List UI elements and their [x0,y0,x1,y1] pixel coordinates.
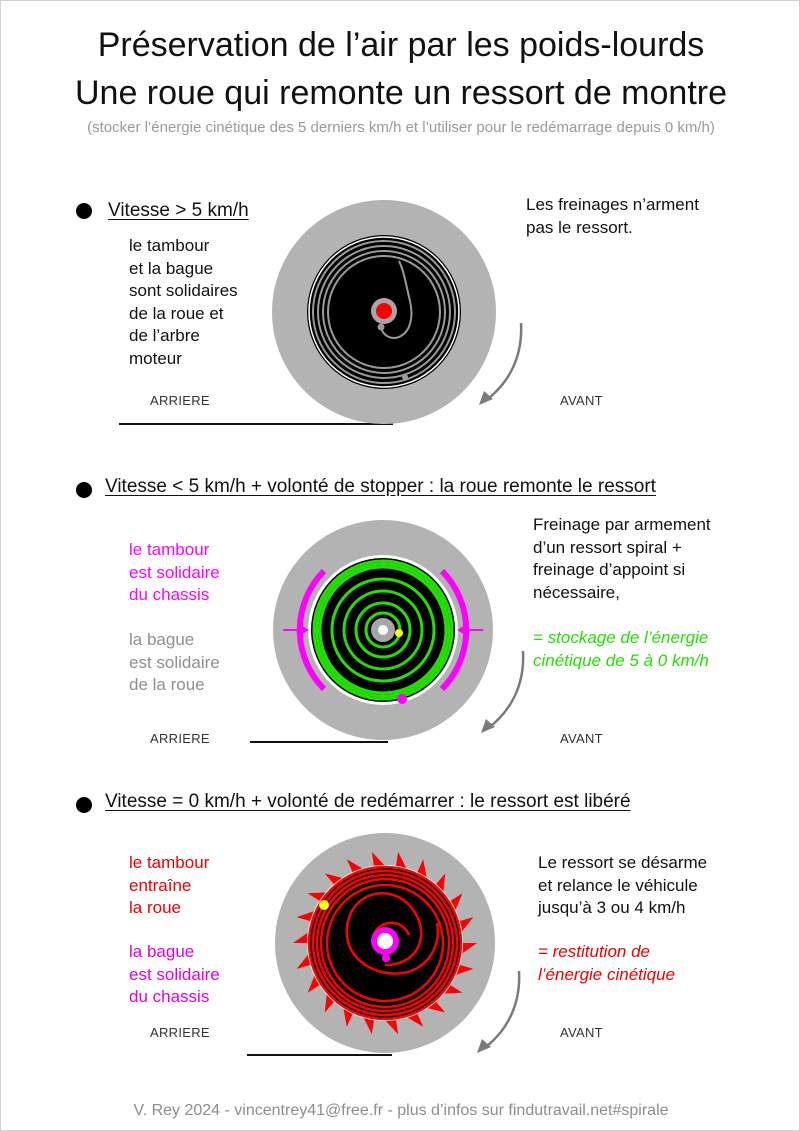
drum-tooth [460,943,477,955]
section2-energy-line: = stockage de l’énergie [533,628,709,647]
drum-tooth [293,931,310,943]
section3-ground-line [247,1054,392,1056]
section2-label-front: AVANT [560,731,603,746]
drum-tooth [395,851,408,871]
page-title: Préservation de l’air par les poids-lour… [97,26,705,64]
section1-note: Les freinages n’arment pas le ressort. [526,194,699,239]
section3-note: Le ressort se désarme et relance le véhi… [538,852,707,920]
section3-ring-line: est solidaire [129,964,220,984]
drum-tooth [324,991,336,1013]
section2-bullet [76,482,92,498]
spring-coil [307,865,463,1021]
section1-label-front: AVANT [560,393,603,408]
page-subtitle: (stocker l’énergie cinétique des 5 derni… [87,119,715,136]
section3-rotation-arrow [477,970,521,1053]
section2-ring-line: est solidaire [129,652,220,672]
hub-center [377,933,393,949]
force-arrow-left [283,624,309,636]
section3-ring-text: la bague est solidaire du chassis [129,941,220,1009]
drum-tooth [371,851,387,868]
section2-drum-line: est solidaire [129,562,220,582]
section3-drum-line: entraîne [129,875,192,895]
section3-energy-note: = restitution de l’énergie cinétique [538,941,675,986]
drum-tooth [441,984,463,994]
section2-drum-line: le tambour [129,540,210,559]
section3-drum-text: le tambour entraîne la roue [129,852,209,920]
page-title-line2: Une roue qui remonte un ressort de montr… [74,74,727,112]
section3-heading: Vitesse = 0 km/h + volonté de redémarrer… [105,791,631,812]
section1-ground-line [119,423,393,425]
hub-center [376,303,392,319]
section2-energy-line: cinétique de 5 à 0 km/h [533,650,709,670]
section1-line: de la roue et [129,303,224,323]
section2-energy-note: = stockage de l’énergie cinétique de 5 à… [533,627,709,672]
section2-note-line: nécessaire, [533,582,620,602]
section3-ring-line: du chassis [129,987,210,1006]
section1-line: de l’arbre [129,326,200,345]
section3-label-front: AVANT [560,1025,603,1040]
ring-marker [395,629,403,637]
section3-note-line: jusqu’à 3 ou 4 km/h [538,898,686,917]
section3-bullet [76,797,92,813]
drum-marker [397,694,407,704]
section1-description: le tambour et la bague sont solidaires d… [129,235,238,370]
section1-bullet [76,203,92,219]
section3-label-rear: ARRIERE [150,1025,210,1040]
section1-wheel-diagram [272,200,496,424]
drum-tooth [324,873,345,886]
drum-tooth [425,1000,446,1013]
section1-label-rear: ARRIERE [150,393,210,408]
spring-coil [312,240,456,384]
section2-wheel-diagram [273,520,493,740]
section3-drum-line: la roue [129,898,181,917]
section3-energy-line: l’énergie cinétique [538,964,676,984]
section1-note-line: Les freinages n’arment [526,195,699,214]
drum-tooth [362,1015,375,1035]
drum-tooth [307,892,329,902]
section1-line: sont solidaires [129,281,238,300]
section1-line: moteur [129,348,182,368]
hub-center [378,625,388,635]
section3-note-line: et relance le véhicule [538,875,698,895]
section1-note-line: pas le ressort. [526,217,633,237]
section2-note: Freinage par armement d’un ressort spira… [533,514,711,604]
section2-drum-text: le tambour est solidaire du chassis [129,539,220,607]
section3-energy-line: = restitution de [538,942,650,961]
section2-ring-text: la bague est solidaire de la roue [129,629,220,697]
footer-credits: V. Rey 2024 - vincentrey41@free.fr - plu… [133,1102,669,1119]
section2-note-line: Freinage par armement [533,515,711,534]
section2-heading: Vitesse < 5 km/h + volonté de stopper : … [105,476,656,497]
section1-heading: Vitesse > 5 km/h [108,200,249,221]
section2-ring-line: la bague [129,630,195,649]
section2-drum-line: du chassis [129,585,210,604]
drum-tooth [434,873,446,895]
drum-marker [319,900,329,910]
section2-note-line: freinage d’appoint si [533,560,686,579]
section2-label-rear: ARRIERE [150,731,210,746]
spring-end-marker [402,374,408,380]
section3-wheel-diagram [275,833,495,1053]
section2-ring-line: de la roue [129,675,205,694]
section3-drum-line: le tambour [129,853,210,872]
section1-line: et la bague [129,258,214,278]
section2-rotation-arrow [481,650,525,733]
section2-ground-line [250,741,388,743]
ring-marker [382,954,390,962]
section1-line: le tambour [129,236,210,255]
section2-note-line: d’un ressort spiral + [533,537,682,557]
force-arrow-right [457,624,483,636]
section3-ring-line: la bague [129,942,195,961]
drum-tooth [383,1018,399,1035]
section3-note-line: Le ressort se désarme [538,853,708,872]
section1-rotation-arrow [479,322,523,405]
